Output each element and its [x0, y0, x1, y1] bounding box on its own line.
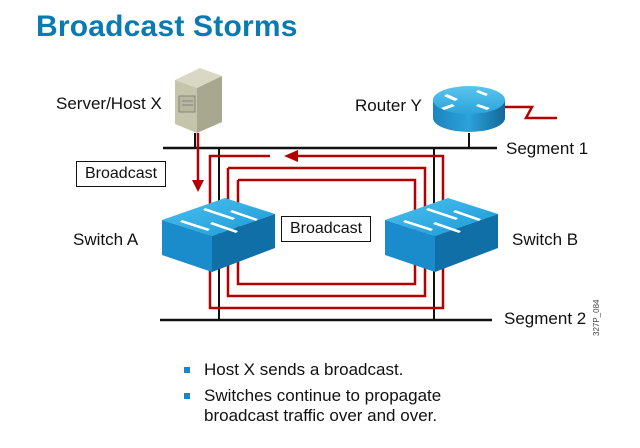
bullet-square-icon	[184, 393, 190, 399]
router-label: Router Y	[355, 96, 422, 115]
bullet-square-icon	[184, 367, 190, 373]
switch-a-icon	[162, 198, 275, 272]
switch-b-icon	[385, 198, 498, 272]
host-broadcast-callout: Broadcast	[76, 161, 167, 187]
bullet-item: Switches continue to propagate broadcast…	[182, 386, 494, 426]
segment-1-label: Segment 1	[506, 139, 589, 158]
switch-b-label: Switch B	[512, 230, 579, 249]
bullet-list: Host X sends a broadcast. Switches conti…	[182, 360, 494, 432]
server-icon	[175, 68, 222, 133]
slide-title: Broadcast Storms	[36, 10, 298, 43]
server-label: Server/Host X	[56, 94, 162, 113]
bullet-item: Host X sends a broadcast.	[182, 360, 494, 380]
wan-link	[505, 105, 557, 120]
loop-broadcast-callout: Broadcast	[281, 216, 372, 242]
figure-id: 327P_084	[592, 299, 601, 336]
segment-2-label: Segment 2	[504, 309, 587, 328]
loop-arrow-icon	[284, 150, 298, 162]
router-icon	[433, 86, 557, 132]
switch-a-label: Switch A	[73, 230, 139, 249]
